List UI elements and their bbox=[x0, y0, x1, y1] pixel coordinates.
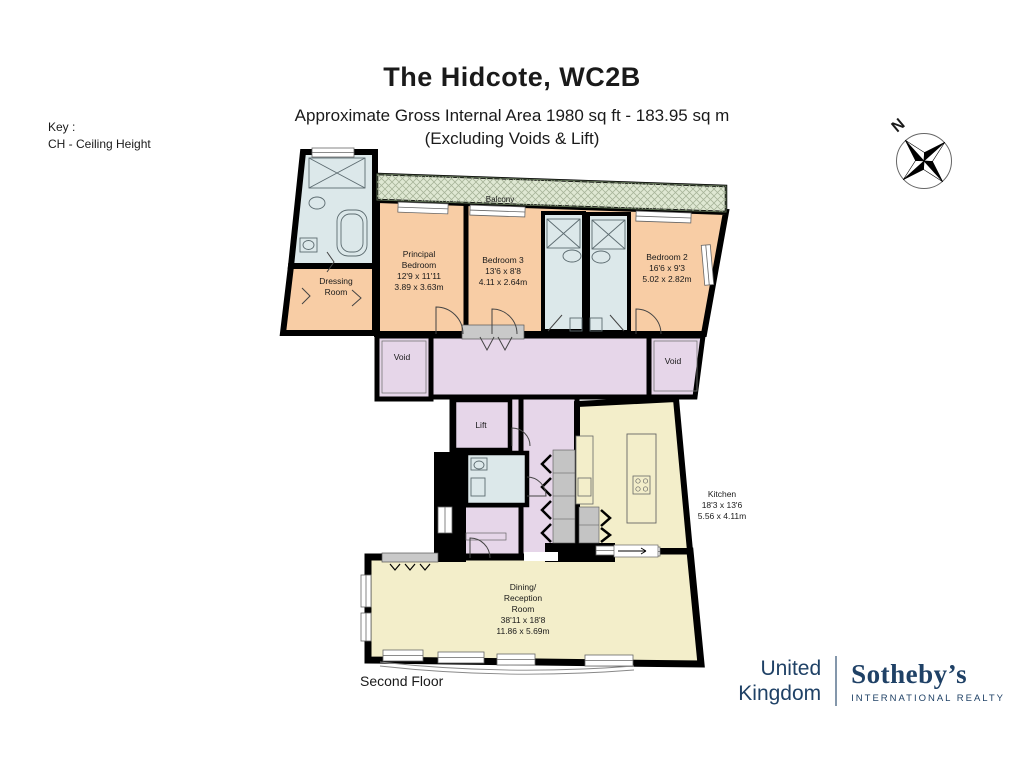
shower-room-1 bbox=[541, 211, 586, 333]
brand-region: United Kingdom bbox=[738, 657, 822, 705]
key-heading: Key : bbox=[48, 120, 76, 134]
label-void-right: Void bbox=[665, 356, 682, 366]
basin2-icon bbox=[299, 237, 318, 253]
svg-text:5.56 x 4.11m: 5.56 x 4.11m bbox=[698, 511, 747, 521]
stair-direction-chevrons bbox=[540, 454, 552, 543]
svg-text:Bedroom: Bedroom bbox=[402, 260, 437, 270]
door-lower-lobby bbox=[469, 537, 491, 559]
door-shower-rooms bbox=[547, 314, 625, 332]
shower-tray-icon bbox=[308, 157, 366, 189]
brand-logo: United Kingdom Sotheby’s INTERNATIONAL R… bbox=[738, 656, 1005, 706]
label-bedroom3: Bedroom 3 bbox=[482, 255, 524, 265]
kitchen-fixtures bbox=[575, 433, 657, 524]
basin-icon bbox=[308, 196, 326, 210]
void-left-room bbox=[374, 333, 434, 402]
corridor bbox=[428, 333, 652, 400]
brand-name: Sotheby’s bbox=[851, 658, 968, 689]
shower-room-2 bbox=[586, 212, 631, 334]
wc-fixtures bbox=[470, 457, 488, 497]
dining-reception-room bbox=[364, 547, 705, 668]
console-table bbox=[465, 532, 507, 541]
void-right-room bbox=[646, 333, 706, 400]
dims-bedroom2: 16'6 x 9'3 bbox=[649, 263, 685, 273]
windows bbox=[311, 147, 715, 667]
basin-icon bbox=[470, 477, 486, 497]
brand-wordmark: Sotheby’s INTERNATIONAL REALTY bbox=[851, 659, 1005, 704]
door-wc bbox=[526, 476, 547, 497]
dressing-room-doors bbox=[301, 251, 362, 307]
dims-principal-bedroom: 12'9 x 11'11 bbox=[397, 271, 441, 281]
door-bedroom2 bbox=[635, 308, 662, 335]
bay-window-line-2 bbox=[379, 665, 635, 675]
exclusions-subtitle: (Excluding Voids & Lift) bbox=[424, 129, 600, 148]
sink-icon bbox=[577, 477, 592, 497]
bathtub-icon bbox=[336, 209, 368, 257]
label-principal-bedroom: Principal bbox=[403, 249, 436, 259]
dressing-room bbox=[279, 263, 378, 336]
staircase bbox=[540, 449, 613, 544]
area-subtitle: Approximate Gross Internal Area 1980 sq … bbox=[294, 106, 730, 125]
stove-icon bbox=[632, 475, 651, 495]
void-left-railing bbox=[381, 340, 427, 394]
label-dining: Dining/ bbox=[510, 582, 537, 592]
key-item-ceiling-height: CH - Ceiling Height bbox=[48, 137, 151, 151]
svg-text:11.86 x 5.69m: 11.86 x 5.69m bbox=[496, 626, 549, 636]
svg-text:Reception: Reception bbox=[504, 593, 543, 603]
lift-room bbox=[451, 397, 513, 453]
compass-icon: N bbox=[889, 116, 952, 189]
door-lift bbox=[511, 427, 531, 447]
bay-window-line bbox=[379, 661, 635, 671]
svg-text:Room: Room bbox=[325, 287, 348, 297]
page-title: The Hidcote, WC2B bbox=[383, 62, 641, 92]
basin-icon bbox=[591, 250, 611, 264]
dims-dining: 38'11 x 18'8 bbox=[501, 615, 546, 625]
kitchen-dining-step bbox=[613, 544, 659, 558]
label-dressing-room: Dressing bbox=[319, 276, 353, 286]
label-kitchen: Kitchen bbox=[708, 489, 737, 499]
toilet-icon bbox=[470, 457, 488, 471]
brand-divider bbox=[835, 656, 838, 706]
bathroom-room bbox=[287, 149, 378, 269]
kitchen-counter bbox=[575, 435, 594, 505]
shower-room-fixtures bbox=[546, 218, 626, 332]
toilet-icon bbox=[589, 317, 603, 332]
label-lift: Lift bbox=[475, 420, 487, 430]
basin-icon bbox=[562, 249, 582, 263]
svg-text:Room: Room bbox=[512, 604, 535, 614]
label-balcony: Balcony bbox=[486, 195, 514, 204]
wardrobe-block bbox=[461, 324, 525, 340]
doors bbox=[301, 251, 662, 559]
toilet-icon bbox=[569, 317, 583, 332]
label-void-left: Void bbox=[394, 352, 411, 362]
void-right-railing bbox=[653, 340, 698, 392]
kitchen-island bbox=[626, 433, 657, 524]
plan-key: Key : CH - Ceiling Height bbox=[48, 119, 151, 153]
svg-text:3.89 x 3.63m: 3.89 x 3.63m bbox=[394, 282, 443, 292]
double-door-corridor bbox=[479, 336, 513, 352]
svg-text:4.11 x 2.64m: 4.11 x 2.64m bbox=[479, 277, 528, 287]
compass-north-label: N bbox=[889, 116, 909, 136]
dims-kitchen: 18'3 x 13'6 bbox=[702, 500, 743, 510]
floor-label: Second Floor bbox=[360, 673, 444, 689]
balcony-hatch bbox=[376, 173, 727, 213]
brand-subtitle: INTERNATIONAL REALTY bbox=[851, 692, 1005, 704]
door-bedroom3 bbox=[491, 308, 518, 335]
door-principal-bedroom bbox=[435, 306, 464, 335]
svg-text:5.02 x 2.82m: 5.02 x 2.82m bbox=[642, 274, 691, 284]
dining-step-beam bbox=[381, 552, 439, 571]
bathroom-fixtures bbox=[299, 157, 368, 257]
dims-bedroom3: 13'6 x 8'8 bbox=[485, 266, 521, 276]
label-bedroom2: Bedroom 2 bbox=[646, 252, 688, 262]
wc-room bbox=[463, 450, 530, 508]
